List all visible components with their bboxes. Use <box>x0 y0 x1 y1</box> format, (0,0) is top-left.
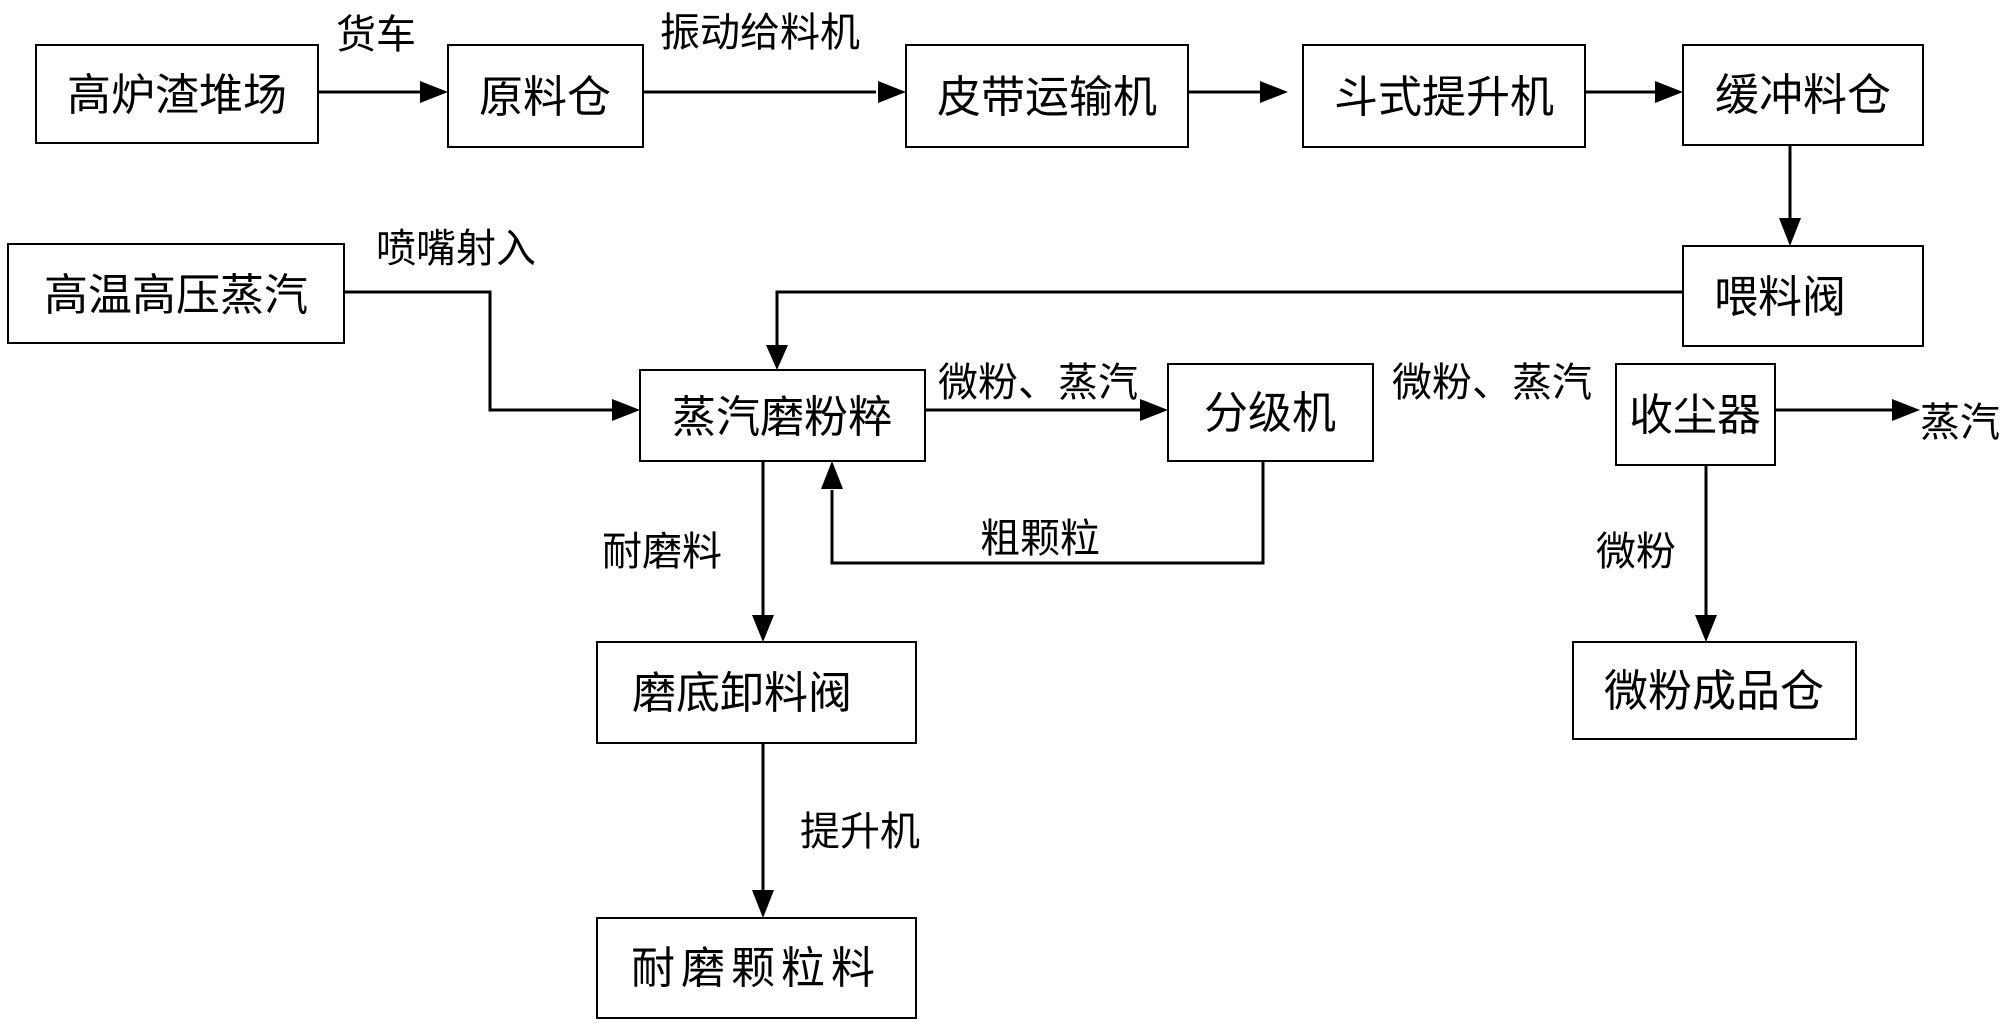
arrowhead <box>612 399 640 421</box>
edge-label-coarse-particles: 粗颗粒 <box>980 516 1100 562</box>
node-buffer-bin: 缓冲料仓 <box>1683 45 1923 145</box>
node-classifier-label: 分级机 <box>1204 388 1336 439</box>
arrowhead <box>1140 399 1168 421</box>
node-belt-conveyor-label: 皮带运输机 <box>937 72 1157 123</box>
arrowhead <box>1655 81 1683 103</box>
node-wear-particles: 耐磨颗粒料 <box>597 918 916 1018</box>
node-powder-bin-label: 微粉成品仓 <box>1604 666 1824 717</box>
edge-label-truck: 货车 <box>336 12 416 58</box>
edge-label-powder-steam-2: 微粉、蒸汽 <box>1392 360 1592 406</box>
node-slag-yard: 高炉渣堆场 <box>36 45 318 143</box>
node-steam-mill: 蒸汽磨粉粹 <box>640 370 925 461</box>
edge-steam-source-to-steam-mill <box>344 292 612 410</box>
node-buffer-bin-label: 缓冲料仓 <box>1715 70 1891 121</box>
node-mill-discharge-valve-label: 磨底卸料阀 <box>632 668 852 719</box>
node-raw-bin: 原料仓 <box>448 45 643 147</box>
node-raw-bin-label: 原料仓 <box>479 72 611 123</box>
node-mill-discharge-valve: 磨底卸料阀 <box>597 642 916 743</box>
node-steam-mill-label: 蒸汽磨粉粹 <box>672 392 892 443</box>
node-feed-valve: 喂料阀 <box>1683 246 1923 346</box>
node-slag-yard-label: 高炉渣堆场 <box>67 70 287 121</box>
arrowhead <box>766 345 788 370</box>
node-classifier: 分级机 <box>1168 364 1373 461</box>
node-steam-source-label: 高温高压蒸汽 <box>44 270 308 321</box>
arrowhead <box>821 461 843 489</box>
edge-label-nozzle-injection: 喷嘴射入 <box>376 226 536 272</box>
node-wear-particles-label: 耐磨颗粒料 <box>631 943 881 994</box>
arrowhead <box>752 890 774 918</box>
edge-label-wear-material: 耐磨料 <box>602 529 722 575</box>
edge-label-powder-steam-1: 微粉、蒸汽 <box>938 360 1138 406</box>
arrowhead <box>420 81 448 103</box>
node-bucket-elevator: 斗式提升机 <box>1303 45 1585 147</box>
arrowhead <box>752 615 774 642</box>
edges <box>318 81 1920 918</box>
node-feed-valve-label: 喂料阀 <box>1714 272 1846 323</box>
edge-feed-valve-to-steam-mill <box>777 292 1683 345</box>
node-powder-bin: 微粉成品仓 <box>1573 642 1856 739</box>
arrowhead <box>1695 615 1717 642</box>
node-dust-collector: 收尘器 <box>1616 364 1775 465</box>
edge-label-powder: 微粉 <box>1596 529 1676 575</box>
node-belt-conveyor: 皮带运输机 <box>906 45 1188 147</box>
edge-label-elevator: 提升机 <box>800 809 920 855</box>
arrowhead <box>1892 399 1920 421</box>
node-steam-source: 高温高压蒸汽 <box>8 244 344 343</box>
node-bucket-elevator-label: 斗式提升机 <box>1334 72 1554 123</box>
node-dust-collector-label: 收尘器 <box>1629 390 1761 441</box>
arrowhead <box>1779 218 1801 246</box>
edge-label-steam-out: 蒸汽 <box>1920 400 2000 446</box>
edge-label-vibrating-feeder: 振动给料机 <box>660 10 860 56</box>
arrowhead <box>878 81 906 103</box>
arrowhead <box>1260 81 1288 103</box>
